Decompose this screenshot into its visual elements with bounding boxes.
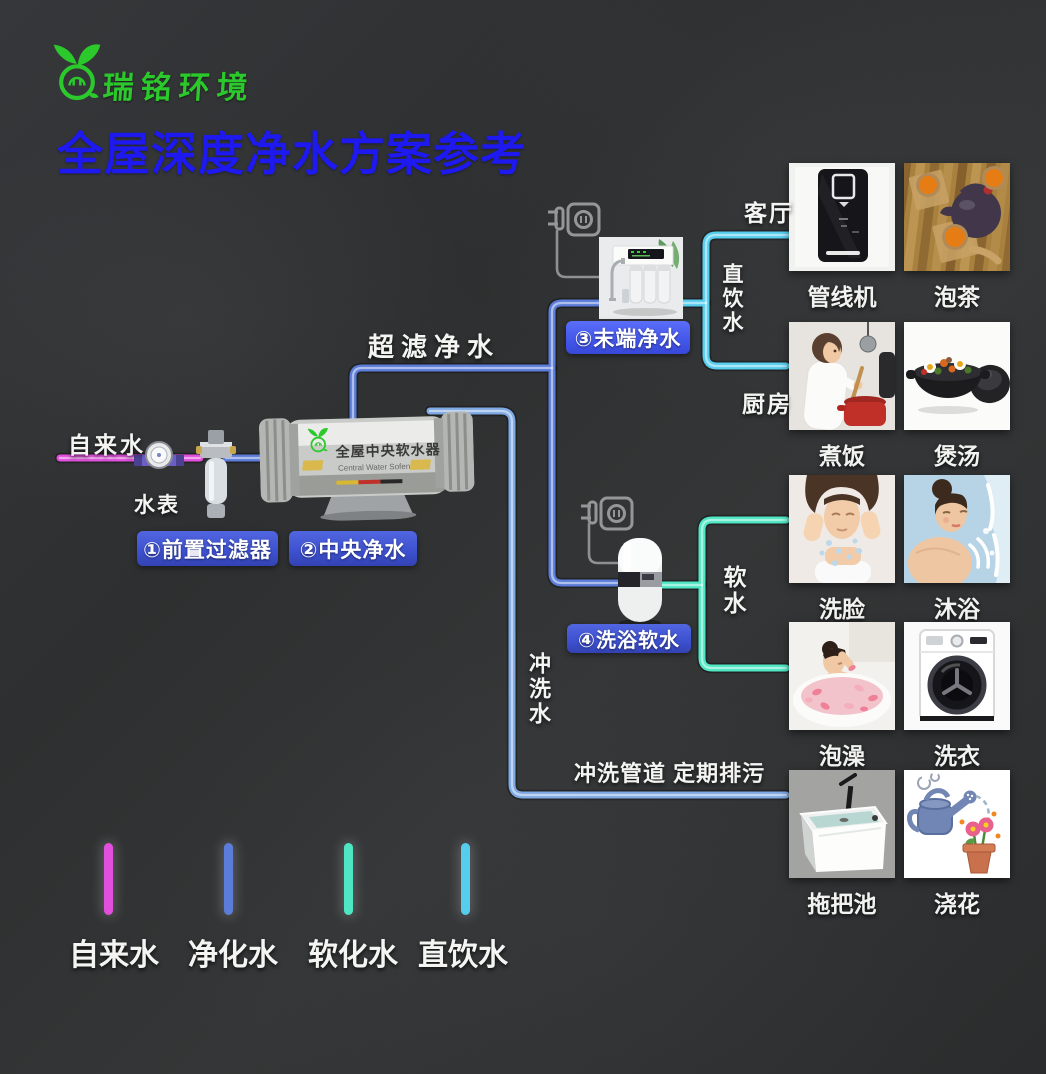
power-cable-purifier [555,229,602,279]
usage-caption: 煲汤 [934,443,980,469]
central-softener-device: 全屋中央软水器 Central Water Sofener [258,411,475,522]
pipeline-dispenser-icon [789,163,895,271]
stage-badge-bath: ④洗浴软水 [567,624,691,653]
usage-cell: 洗衣 [904,622,1010,771]
stage-badge-terminal: ③末端净水 [566,321,690,354]
usage-cell: 拖把池 [789,770,895,919]
pre-filter-device [196,430,236,518]
usage-caption: 泡茶 [934,284,980,310]
soup-pot-icon [904,322,1010,430]
usage-cell: 泡澡 [789,622,895,771]
cooking-rice-icon [789,322,895,430]
usage-caption: 沐浴 [934,596,980,622]
label-flush-water: 冲洗水 [526,652,551,727]
stage-badge-central: ②中央净水 [289,531,417,566]
usage-caption: 泡澡 [819,743,865,769]
face-washing-icon [789,475,895,583]
legend-label-direct: 直饮水 [418,939,508,972]
usage-caption: 管线机 [807,284,877,310]
usage-cell: 洗脸 [789,475,895,624]
legend-label-tap: 自来水 [69,939,159,972]
page-title: 全屋深度净水方案参考 [57,128,527,180]
usage-caption: 洗衣 [934,743,980,769]
usage-caption: 煮饭 [819,443,865,469]
power-plug-icon [548,202,601,237]
usage-cell: 管线机 [789,163,895,312]
central-unit-name-cn: 全屋中央软水器 [334,441,440,460]
legend-bar-tap [104,843,113,915]
label-ultrafiltration: 超滤净水 [368,332,501,362]
washing-machine-icon [904,622,1010,730]
usage-cell: 泡茶 [904,163,1010,312]
watering-flowers-icon [904,770,1010,878]
usage-cell: 沐浴 [904,475,1010,624]
central-unit-name-en: Central Water Sofener [338,462,418,473]
mop-sink-icon [789,770,895,878]
legend-label-softened: 软化水 [308,939,398,972]
legend-bar-purified [224,843,233,915]
tea-brewing-icon [904,163,1010,271]
label-tap-water: 自来水 [68,432,146,458]
stage-badge-prefilter: ①前置过滤器 [137,531,278,566]
legend-bar-softened [344,843,353,915]
usage-caption: 浇花 [934,891,980,917]
legend-bar-direct [461,843,470,915]
power-cable-softener [587,522,619,565]
bathtub-soak-icon [789,622,895,730]
brand-sprout-logo-icon [52,42,102,104]
usage-caption: 洗脸 [819,596,865,622]
label-soft-water: 软水 [720,565,746,617]
shower-bathing-icon [904,475,1010,583]
label-kitchen: 厨房 [742,391,792,417]
power-plug-icon [581,496,634,531]
usage-caption: 拖把池 [807,891,877,917]
bath-softener-device [618,538,662,627]
water-meter-device [134,441,184,469]
terminal-purifier-device [599,237,683,319]
label-water-meter: 水表 [134,494,180,517]
label-flush-note: 冲洗管道 定期排污 [574,761,766,786]
usage-cell: 煮饭 [789,322,895,471]
usage-cell: 浇花 [904,770,1010,919]
usage-cell: 煲汤 [904,322,1010,471]
label-living-room: 客厅 [744,200,794,226]
legend-label-purified: 净化水 [188,939,278,972]
label-direct-drink: 直饮水 [720,263,743,335]
